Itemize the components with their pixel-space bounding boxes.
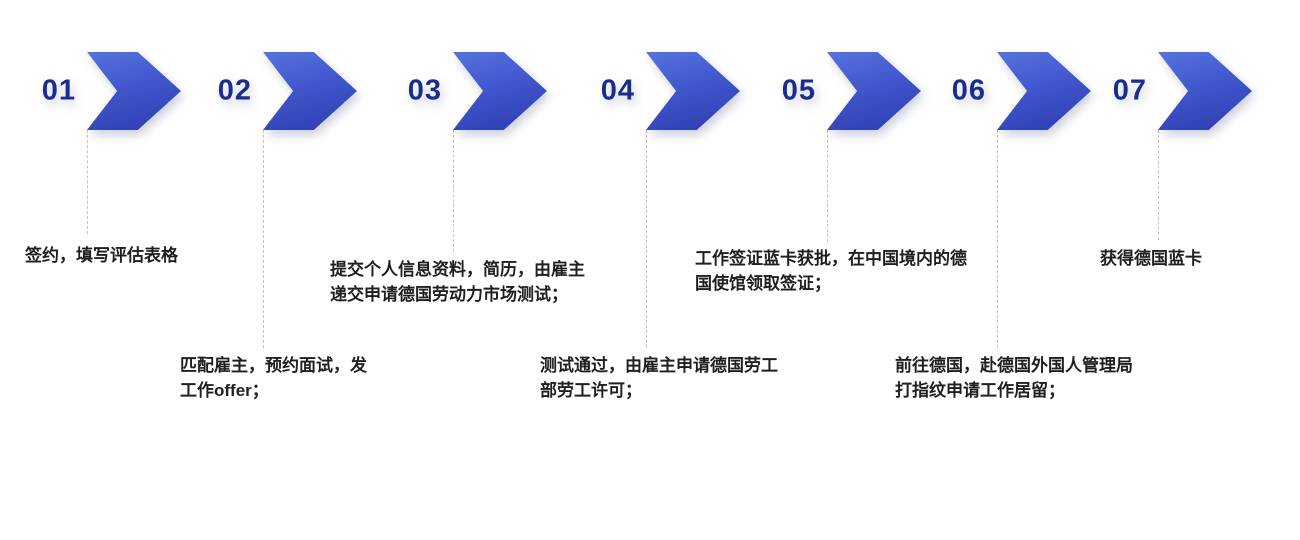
chevron-arrow-icon (827, 52, 921, 130)
step-5-connector-line (827, 130, 828, 242)
step-3: 03 (408, 52, 547, 130)
chevron-arrow-icon (1158, 52, 1252, 130)
step-1-number: 01 (41, 74, 76, 107)
step-7-connector-line (1158, 130, 1159, 240)
chevron-arrow-icon (453, 52, 547, 130)
step-5-number: 05 (781, 74, 816, 107)
step-6-number: 06 (951, 74, 986, 107)
step-4-description: 测试通过，由雇主申请德国劳工 部劳工许可； (540, 356, 778, 400)
step-7-number: 07 (1112, 74, 1147, 107)
step-5: 05 (782, 52, 921, 130)
step-2-connector-line (263, 130, 264, 348)
step-6-connector-line (997, 130, 998, 348)
chevron-arrow-icon (646, 52, 740, 130)
step-2: 02 (218, 52, 357, 130)
step-4-connector-line (646, 130, 647, 348)
step-3-number: 03 (407, 74, 442, 107)
step-4-number: 04 (600, 74, 635, 107)
step-4: 04 (601, 52, 740, 130)
step-6-description: 前往德国，赴德国外国人管理局 打指纹申请工作居留； (895, 356, 1133, 400)
step-2-number: 02 (217, 74, 252, 107)
chevron-arrow-icon (263, 52, 357, 130)
chevron-arrow-icon (997, 52, 1091, 130)
chevron-arrow-icon (87, 52, 181, 130)
step-3-description: 提交个人信息资料，简历，由雇主 递交申请德国劳动力市场测试； (330, 260, 585, 304)
step-1-description: 签约，填写评估表格 (25, 246, 178, 265)
step-5-description: 工作签证蓝卡获批，在中国境内的德 国使馆领取签证； (695, 249, 967, 293)
step-7-description: 获得德国蓝卡 (1100, 249, 1202, 268)
step-3-connector-line (453, 130, 454, 252)
step-6: 06 (952, 52, 1091, 130)
step-1-connector-line (87, 130, 88, 234)
step-2-description: 匹配雇主，预约面试，发 工作offer； (180, 356, 367, 400)
step-1: 01 (42, 52, 181, 130)
step-7: 07 (1113, 52, 1252, 130)
